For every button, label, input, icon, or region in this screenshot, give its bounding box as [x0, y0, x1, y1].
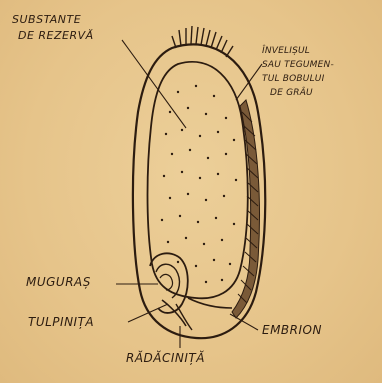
label-seed-coat-2: SAU TEGUMEN- [262, 60, 334, 71]
label-seed-coat-4: DE GRÂU [270, 88, 313, 99]
label-bud: MUGURAȘ [26, 276, 91, 289]
label-reserve-substances-1: SUBSTANTE [12, 14, 81, 26]
label-root: RĂDĂCINIȚĂ [126, 352, 205, 365]
endosperm-boundary [148, 62, 248, 298]
label-reserve-substances-2: DE REZERVĂ [18, 30, 94, 42]
label-stem: TULPINIȚA [28, 316, 94, 329]
label-seed-coat-3: TUL BOBULUI [262, 74, 324, 85]
label-seed-coat-1: ÎNVELIȘUL [262, 46, 310, 57]
embryo-structure [150, 253, 232, 330]
label-embryo: EMBRION [262, 324, 322, 337]
